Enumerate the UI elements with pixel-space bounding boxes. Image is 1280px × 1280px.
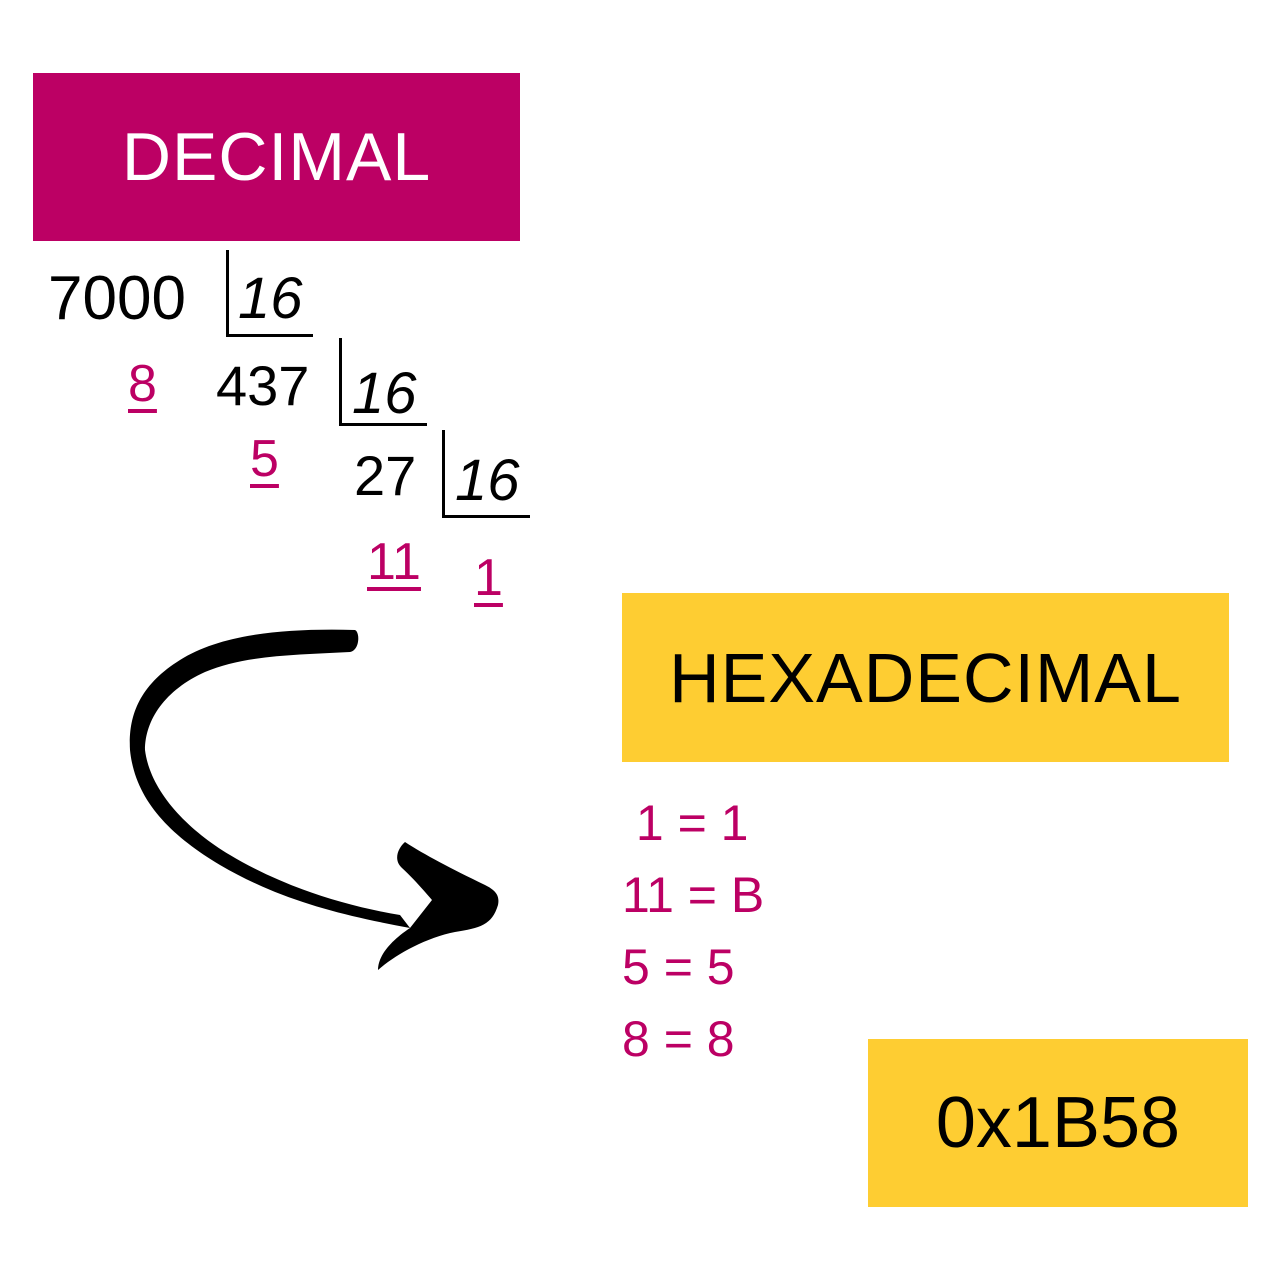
result-value: 0x1B58	[935, 1083, 1181, 1163]
decimal-label: DECIMAL	[121, 119, 432, 195]
division-bracket-1	[226, 250, 313, 337]
dividend-437: 437	[216, 354, 310, 417]
final-quotient-1: 1	[474, 549, 503, 607]
decimal-label-box: DECIMAL	[33, 73, 520, 241]
division-bracket-2	[339, 338, 427, 426]
hexadecimal-label: HEXADECIMAL	[669, 638, 1182, 717]
divisor-3: 16	[455, 448, 520, 513]
remainder-11: 11	[367, 533, 421, 591]
mapping-row-11: 11 = B	[622, 867, 765, 923]
divisor-1: 16	[238, 266, 303, 331]
result-box: 0x1B58	[868, 1039, 1248, 1207]
mapping-row-8: 8 = 8	[622, 1011, 735, 1067]
division-bracket-3	[442, 430, 530, 518]
remainder-8: 8	[128, 355, 157, 413]
curved-arrow-icon	[129, 629, 499, 970]
dividend-27: 27	[354, 444, 417, 507]
dividend-7000: 7000	[48, 264, 186, 333]
hexadecimal-label-box: HEXADECIMAL	[622, 593, 1229, 762]
mapping-row-1: 1 = 1	[622, 795, 749, 851]
remainder-5: 5	[250, 430, 279, 488]
mapping-row-5: 5 = 5	[622, 939, 735, 995]
divisor-2: 16	[352, 361, 417, 426]
